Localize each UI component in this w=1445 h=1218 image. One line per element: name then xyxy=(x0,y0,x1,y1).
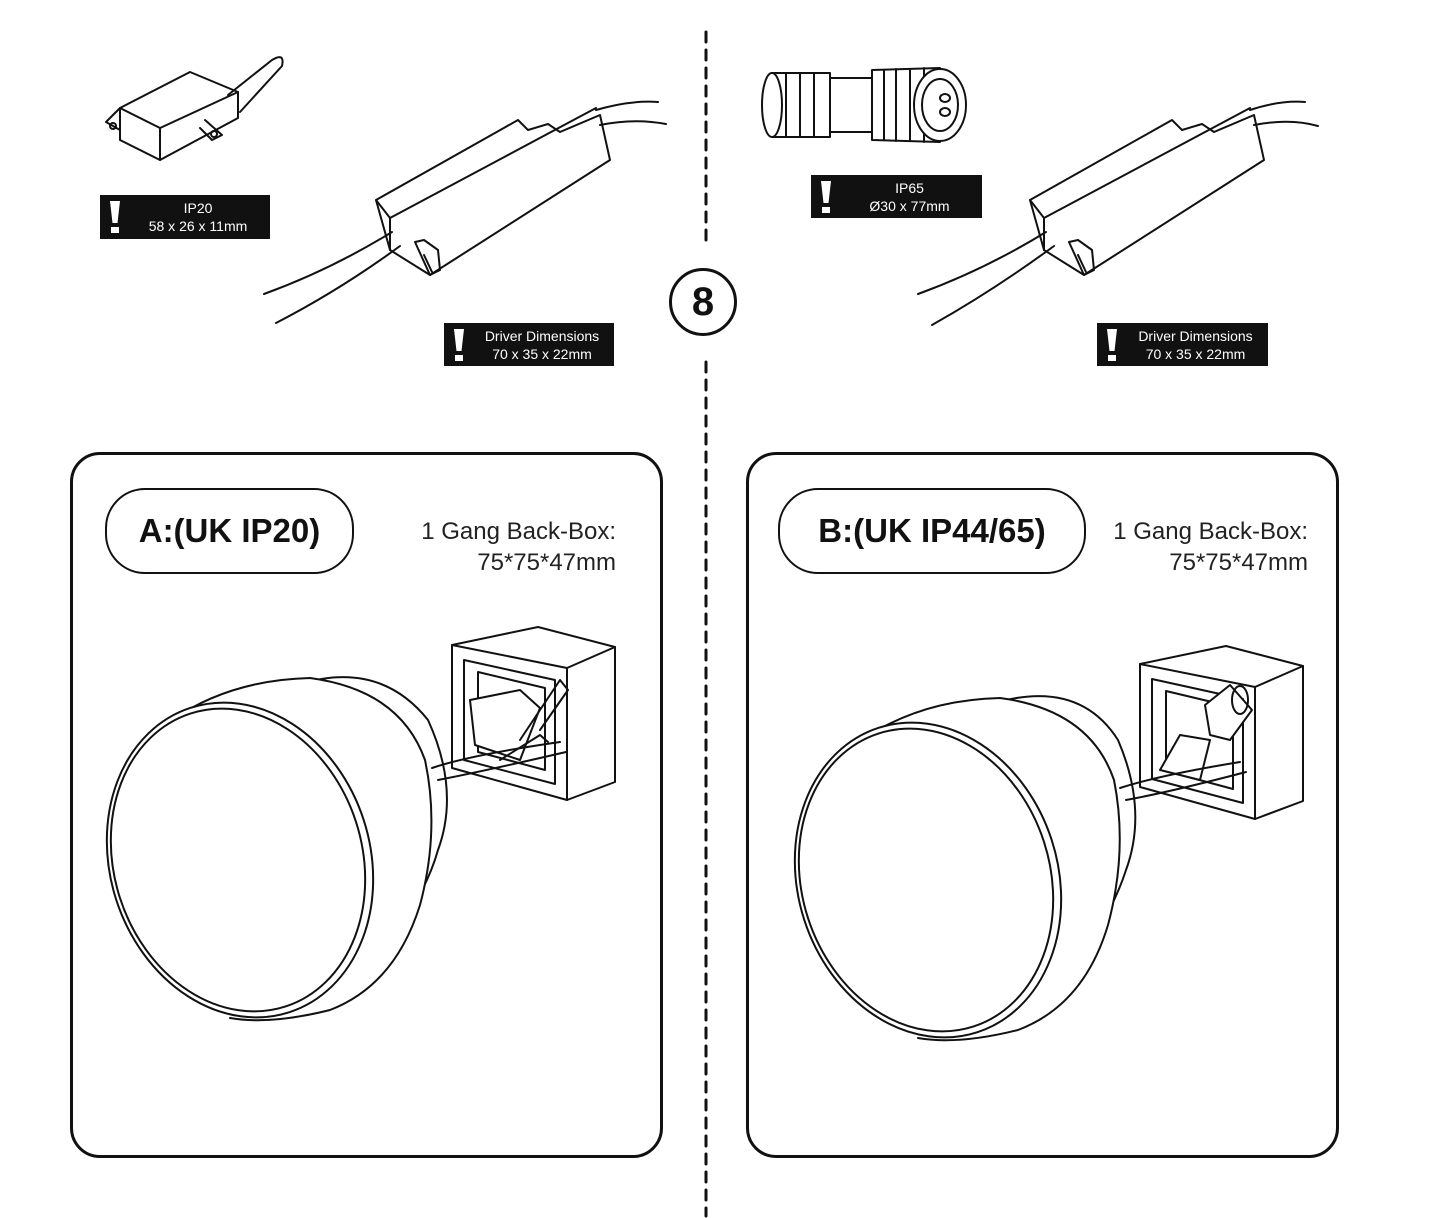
option-a-backbox-spec: 1 Gang Back-Box: 75*75*47mm xyxy=(380,516,616,578)
ip20-dimensions: 58 x 26 x 11mm xyxy=(148,218,248,234)
left-driver-note: Driver Dimensions 70 x 35 x 22mm xyxy=(444,323,614,366)
option-b-backbox-dims: 75*75*47mm xyxy=(1169,549,1308,576)
left-light-fitting-drawing xyxy=(105,676,567,1022)
ip65-connector-note-text: IP65 Ø30 x 77mm xyxy=(841,179,982,215)
option-b-backbox-spec: 1 Gang Back-Box: 75*75*47mm xyxy=(1072,516,1308,578)
ip20-rating: IP20 xyxy=(183,200,213,216)
ip20-connector-note: IP20 58 x 26 x 11mm xyxy=(100,195,270,239)
right-driver-title: Driver Dimensions xyxy=(1138,327,1253,344)
option-b-panel xyxy=(746,452,1339,1158)
option-a-backbox-dims: 75*75*47mm xyxy=(477,549,616,576)
option-a-panel xyxy=(70,452,663,1158)
exclamation-icon xyxy=(1097,323,1127,366)
left-driver-drawing xyxy=(263,100,667,324)
ip65-connector-drawing xyxy=(761,67,967,143)
right-driver-note: Driver Dimensions 70 x 35 x 22mm xyxy=(1097,323,1268,366)
step-number-badge: 8 xyxy=(669,268,737,336)
left-driver-title: Driver Dimensions xyxy=(484,327,600,344)
option-b-label: B:(UK IP44/65) xyxy=(778,488,1086,574)
right-driver-drawing xyxy=(917,100,1319,326)
ip65-dimensions: Ø30 x 77mm xyxy=(869,197,950,214)
left-backbox-drawing xyxy=(451,626,616,801)
exclamation-icon xyxy=(811,175,841,218)
ip65-connector-note: IP65 Ø30 x 77mm xyxy=(811,175,982,218)
left-driver-dimensions: 70 x 35 x 22mm xyxy=(492,345,592,362)
right-driver-note-text: Driver Dimensions 70 x 35 x 22mm xyxy=(1127,327,1268,363)
option-a-backbox-title: 1 Gang Back-Box: xyxy=(421,518,616,545)
ip20-connector-note-text: IP20 58 x 26 x 11mm xyxy=(130,199,270,235)
ip65-rating: IP65 xyxy=(895,179,924,196)
right-backbox-drawing xyxy=(1139,645,1304,820)
option-b-backbox-title: 1 Gang Back-Box: xyxy=(1113,518,1308,545)
option-a-label: A:(UK IP20) xyxy=(105,488,354,574)
right-driver-dimensions: 70 x 35 x 22mm xyxy=(1145,345,1246,362)
ip20-connector-drawing xyxy=(105,56,284,161)
exclamation-icon xyxy=(100,195,130,239)
left-driver-note-text: Driver Dimensions 70 x 35 x 22mm xyxy=(474,327,614,363)
exclamation-icon xyxy=(444,323,474,366)
right-light-fitting-drawing xyxy=(793,695,1247,1042)
